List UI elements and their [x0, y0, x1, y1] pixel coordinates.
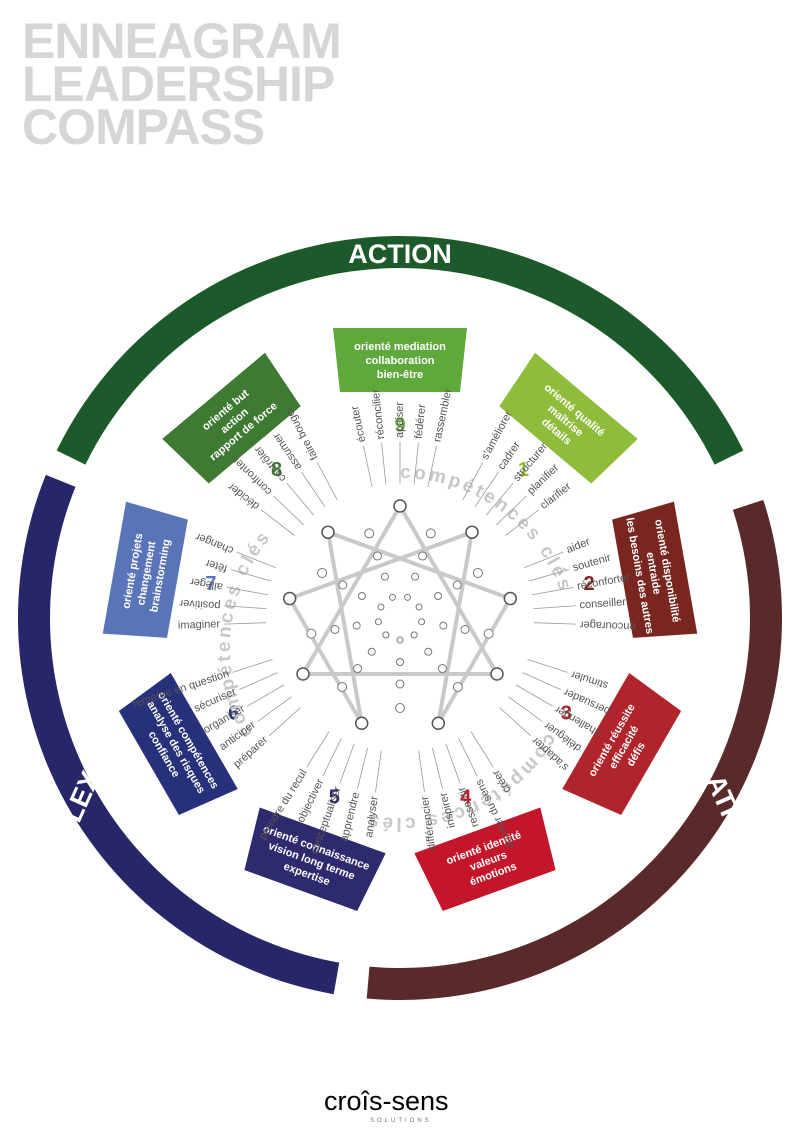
type-2-number: 2 — [584, 573, 595, 595]
type-9-descriptor: bien-être — [377, 369, 423, 381]
enneagram-inner-dot — [396, 658, 404, 666]
enneagram-point-8 — [321, 525, 335, 539]
action-zone-arc — [56, 236, 744, 465]
enneagram-inner-dot — [364, 528, 375, 539]
enneagram-inner-dot — [395, 679, 405, 689]
enneagram-inner-dot — [372, 551, 382, 561]
type-6-number: 6 — [228, 702, 239, 724]
enneagram-inner-dot — [395, 703, 405, 713]
enneagram-point-6 — [296, 667, 310, 681]
enneagram-point-1 — [465, 525, 479, 539]
enneagram-inner-dot — [353, 664, 363, 674]
enneagram-inner-dot — [377, 603, 385, 611]
enneagram-inner-dot — [374, 618, 382, 626]
page-title: ENNEAGRAM LEADERSHIP COMPASS — [22, 13, 342, 155]
type-1-number: 1 — [518, 459, 529, 481]
enneagram-inner-dot — [425, 528, 436, 539]
enneagram-inner-dot — [352, 621, 361, 630]
enneagram-point-7 — [282, 591, 297, 606]
type-2-verb: encourager — [579, 618, 635, 632]
relation-zone-arc — [366, 499, 782, 1000]
enneagram-inner-dot — [396, 636, 404, 644]
enneagram-triangle — [301, 504, 499, 676]
enneagram-inner-dot — [452, 580, 462, 590]
action-zone-label: ACTION — [348, 239, 452, 269]
type-7-verb: positiver — [179, 597, 221, 612]
enneagram-inner-dot — [357, 592, 366, 600]
title-line-3: COMPASS — [22, 99, 265, 155]
enneagram-inner-dot — [439, 621, 448, 630]
type-8-number: 8 — [271, 459, 282, 481]
type-9-descriptor: collaboration — [365, 355, 434, 367]
type-2-verb: conseiller — [579, 596, 627, 611]
type-9-number: 9 — [394, 414, 405, 436]
enneagram-point-5 — [354, 716, 369, 730]
type-7-verb: changer — [194, 530, 236, 556]
enneagram-inner-dot — [424, 647, 433, 656]
enneagram-inner-dot — [418, 618, 426, 626]
type-9-verb: apaiser — [394, 402, 406, 438]
enneagram-inner-dot — [483, 628, 494, 639]
enneagram-inner-dot — [460, 624, 470, 634]
enneagram-inner-dot — [411, 572, 420, 581]
enneagram-point-2 — [503, 591, 518, 606]
type-7-number: 7 — [205, 573, 216, 595]
type-5-verb: analyser — [363, 795, 381, 838]
reflexion-zone-arc — [18, 474, 340, 995]
title-line-2: LEADERSHIP — [22, 56, 335, 112]
enneagram-inner-dot — [317, 568, 328, 578]
enneagram-point-3 — [490, 667, 504, 681]
enneagram-point-9 — [393, 499, 407, 513]
enneagram-inner-dot — [367, 647, 376, 656]
type-4-number: 4 — [460, 787, 472, 809]
type-7-verb: fêter — [204, 557, 229, 575]
type-9-box: orienté mediation collaboration bien-être — [333, 328, 467, 392]
enneagram-inner-dot — [306, 628, 317, 639]
enneagram-inner-dot — [404, 593, 412, 601]
enneagram-inner-dot — [380, 572, 389, 581]
enneagram-hexad — [287, 530, 513, 726]
type-5-number: 5 — [329, 787, 340, 809]
enneagram-inner-dot — [415, 603, 423, 611]
logo-subtitle: SOLUTIONS — [370, 1118, 432, 1124]
enneagram-inner-dot — [418, 551, 428, 561]
enneagram-center: compétences cléscompétences cléscompéten… — [214, 462, 573, 834]
type-3-verb: stimuler — [569, 668, 610, 691]
enneagram-inner-dot — [434, 592, 443, 600]
type-5-verb: apprendre — [338, 791, 362, 843]
type-2-verb: soutenir — [571, 552, 612, 574]
type-9-verb: fédérer — [413, 403, 429, 439]
enneagram-inner-dot — [338, 580, 348, 590]
type-7-verb: imaginer — [178, 618, 221, 631]
title-line-1: ENNEAGRAM — [22, 13, 342, 69]
enneagram-point-4 — [431, 716, 446, 730]
type-9-verb: écouter — [349, 404, 368, 443]
logo-text: croîs-sens — [324, 1086, 449, 1116]
enneagram-inner-dot — [382, 631, 390, 639]
company-logo: croîs-sens SOLUTIONS — [322, 1080, 482, 1130]
enneagram-inner-dot — [452, 681, 463, 692]
enneagram-inner-dot — [337, 681, 348, 692]
enneagram-inner-dot — [437, 664, 447, 674]
type-9-descriptor: orienté mediation — [354, 341, 446, 353]
type-9-verb: rassembler — [431, 387, 454, 443]
enneagram-inner-dot — [388, 593, 396, 601]
enneagram-inner-dot — [330, 624, 340, 634]
type-7-verb: alléger — [189, 575, 224, 593]
enneagram-inner-dot — [472, 568, 483, 578]
enneagram-inner-dot — [410, 631, 418, 639]
type-9-verb: réconcilier — [370, 388, 387, 439]
type-3-number: 3 — [561, 702, 572, 724]
type-2-verb: aider — [565, 536, 592, 556]
